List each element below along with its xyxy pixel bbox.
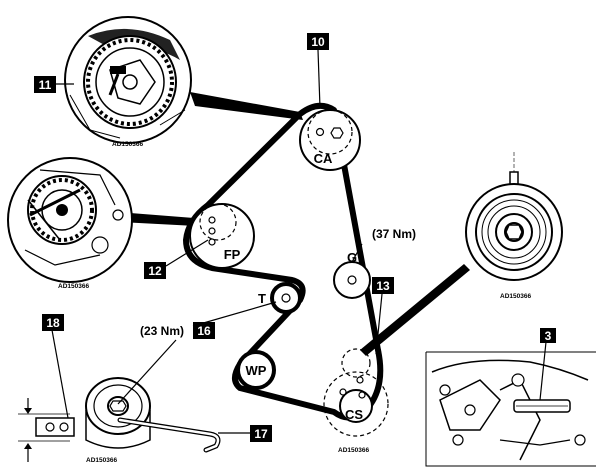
leader-band-flywheel bbox=[360, 264, 470, 356]
svg-text:13: 13 bbox=[376, 279, 390, 293]
camshaft-pulley bbox=[299, 109, 361, 171]
fuelpump-label: FP bbox=[224, 247, 241, 262]
callout-11: 11 bbox=[34, 76, 56, 93]
svg-text:12: 12 bbox=[148, 264, 162, 278]
svg-text:16: 16 bbox=[197, 324, 211, 338]
ref-fuelpump-inset: AD150366 bbox=[58, 283, 89, 290]
timing-belt bbox=[183, 102, 384, 421]
tensioner-torque-label: (23 Nm) bbox=[140, 324, 184, 338]
callout-18: 18 bbox=[42, 314, 64, 331]
inset-locking-tool bbox=[425, 351, 596, 467]
svg-text:18: 18 bbox=[46, 316, 60, 330]
ref-tensioner-inset: AD150366 bbox=[86, 457, 117, 464]
camshaft-label: CA bbox=[314, 151, 333, 166]
ref-crank-bottom: AD150366 bbox=[338, 447, 369, 454]
tensioner-pulley bbox=[270, 282, 302, 314]
waterpump-label: WP bbox=[246, 363, 267, 378]
inset-flywheel bbox=[465, 152, 563, 281]
svg-text:10: 10 bbox=[311, 35, 325, 49]
inset-camshaft bbox=[64, 16, 192, 144]
callout-16: 16 bbox=[193, 322, 215, 339]
leader-lines bbox=[51, 49, 547, 434]
fuelpump-pulley bbox=[189, 203, 255, 269]
callout-12: 12 bbox=[144, 262, 166, 279]
guide-pulley bbox=[333, 261, 371, 299]
inset-fuelpump bbox=[7, 157, 133, 283]
callout-13: 13 bbox=[372, 277, 394, 294]
waterpump-pulley bbox=[236, 350, 276, 390]
leader-band-camshaft bbox=[190, 92, 303, 120]
svg-text:11: 11 bbox=[39, 78, 52, 92]
crankshaft-pulley bbox=[323, 348, 389, 437]
leader-band-fuelpump bbox=[118, 212, 196, 226]
guide-torque-label: (37 Nm) bbox=[372, 227, 416, 241]
crankshaft-label: CS bbox=[345, 407, 363, 422]
svg-text:3: 3 bbox=[545, 329, 552, 343]
svg-text:17: 17 bbox=[254, 427, 268, 441]
ref-flywheel-inset: AD150366 bbox=[500, 293, 531, 300]
guide-label: G bbox=[347, 250, 357, 265]
callout-10: 10 bbox=[307, 33, 329, 50]
inset-tensioner bbox=[18, 377, 221, 462]
callout-3: 3 bbox=[540, 328, 556, 343]
tensioner-label: T bbox=[258, 291, 266, 306]
callout-17: 17 bbox=[250, 425, 272, 442]
ref-camshaft-inset: AD150366 bbox=[112, 141, 143, 148]
